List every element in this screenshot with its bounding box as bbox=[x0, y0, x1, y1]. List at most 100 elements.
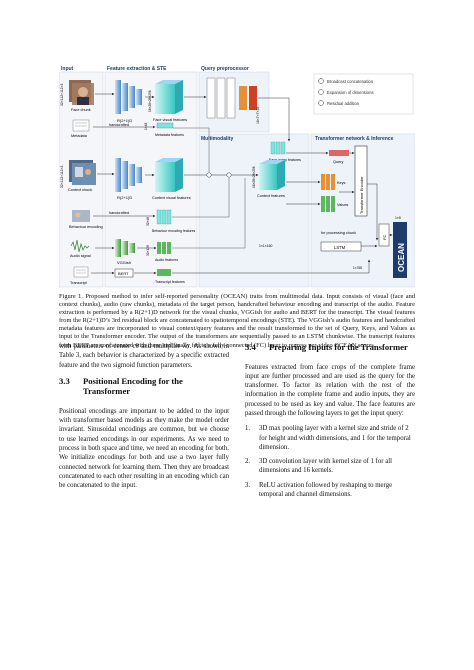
fc-label: FC bbox=[382, 235, 387, 240]
keys-vector: Keys bbox=[321, 174, 346, 190]
architecture-diagram: Input Feature extraction & STE Query pre… bbox=[59, 66, 415, 288]
context-visual-features: Context visual features bbox=[152, 158, 191, 200]
section-multimodality: Multimodality bbox=[201, 136, 233, 142]
behaviour-feat-label: Behaviour encoding features bbox=[152, 229, 195, 233]
legend-expansion: Expansion of dimensions bbox=[327, 90, 374, 95]
metadata-features: Metadata features 1×48 bbox=[144, 123, 184, 137]
values-label: Values bbox=[337, 203, 348, 207]
context-r21d-block: R(2+1)D bbox=[115, 158, 142, 200]
ocean-label: OCEAN bbox=[397, 243, 406, 272]
audio-dims: 32×128 bbox=[146, 245, 150, 256]
right-column: 3.4 Preparing Inputs for the Transformer… bbox=[245, 342, 415, 504]
query-preprocessor-layers bbox=[206, 77, 257, 119]
ocean-output: OCEAN bbox=[393, 222, 407, 278]
bert-label: BERT bbox=[118, 271, 129, 276]
positional-encoding-paragraph: Positional encodings are important to be… bbox=[59, 407, 229, 490]
legend: Broadcast concatenation Expansion of dim… bbox=[313, 73, 414, 115]
for-processing-label: for processing chunk bbox=[321, 231, 356, 235]
lstm-dims: 1×1×160 bbox=[259, 244, 273, 248]
face-query-label: Face query features bbox=[269, 158, 301, 162]
transcript-label: Transcript bbox=[70, 281, 88, 285]
values-vector: Values bbox=[321, 196, 348, 212]
behaviour-label: Behaviour encoding bbox=[69, 225, 103, 229]
multimodality-panel bbox=[198, 133, 310, 288]
face-visual-features: Face visual features 16×28×28×256 bbox=[148, 80, 187, 122]
query-label: Query bbox=[333, 160, 343, 164]
vggish-label: VGGish bbox=[117, 260, 131, 265]
legend-broadcast: Broadcast concatenation bbox=[327, 79, 374, 84]
bert-block: BERT bbox=[114, 268, 134, 278]
section-number: 3.3 bbox=[59, 375, 70, 386]
context-chunk-label: Context chunk bbox=[68, 188, 92, 192]
residual-icon bbox=[318, 100, 324, 106]
audio-feat-label: Audio features bbox=[155, 258, 178, 262]
metadata-label: Metadata bbox=[71, 134, 88, 138]
transcript-input: Transcript bbox=[70, 266, 89, 285]
transcript-feat-label: Transcript features bbox=[155, 280, 185, 284]
left-intro-paragraph: with parameters of center cθ and multipl… bbox=[59, 343, 229, 369]
query-vector: Query bbox=[329, 150, 349, 164]
metadata-icon bbox=[72, 119, 90, 132]
layer-list: 1.3D max pooling layer with a kernel siz… bbox=[245, 424, 415, 499]
meta-handcrafted: handcrafted bbox=[109, 123, 129, 127]
behav-dims: 32×48 bbox=[146, 217, 150, 226]
figure-caption: Figure 1. Proposed method to infer self-… bbox=[59, 293, 415, 349]
face-dims: 32×112×112×3 bbox=[60, 83, 64, 106]
face-visual-label: Face visual features bbox=[153, 118, 187, 122]
section-heading-3-3: 3.3 Positional Encoding for the Transfor… bbox=[59, 376, 229, 397]
architecture-figure: Input Feature extraction & STE Query pre… bbox=[59, 64, 415, 289]
section-query-preprocessor: Query preprocessor bbox=[201, 66, 249, 72]
section-title: Positional Encoding for the Transformer bbox=[83, 375, 183, 397]
transformer-encoder-label: Transformer Encoder bbox=[359, 176, 364, 214]
lstm-block: LSTM bbox=[320, 241, 362, 252]
section-number: 3.4 bbox=[245, 342, 256, 352]
face-r21d-block: R(2+1)D bbox=[115, 80, 142, 123]
section-input: Input bbox=[61, 66, 74, 72]
context-visual-label: Context visual features bbox=[152, 196, 191, 200]
context-dims: 32×112×112×3 bbox=[60, 165, 64, 188]
section-heading-3-4: 3.4 Preparing Inputs for the Transformer bbox=[245, 342, 415, 353]
face-chunk-input: Face chunk 32×112×112×3 bbox=[60, 80, 94, 112]
metadata-input: Metadata bbox=[71, 119, 90, 138]
section-transformer: Transformer network & Inference bbox=[315, 136, 394, 142]
audio-features: Audio features 32×128 bbox=[146, 242, 178, 262]
audio-input: Audio signal bbox=[70, 239, 91, 258]
bert-dims: 1×768 bbox=[353, 266, 362, 270]
face-chunk-label: Face chunk bbox=[71, 108, 91, 112]
section-feature-extraction: Feature extraction & STE bbox=[107, 66, 167, 72]
behaviour-input: Behaviour encoding bbox=[69, 210, 103, 229]
metadata-feat-label: Metadata features bbox=[155, 133, 184, 137]
waveform-icon bbox=[70, 239, 90, 253]
context-chunk-input: Context chunk 32×112×112×3 bbox=[60, 160, 96, 192]
meta-dims: 1×48 bbox=[144, 123, 148, 130]
transcript-icon bbox=[73, 266, 89, 278]
behaviour-features: Behaviour encoding features 32×48 bbox=[146, 209, 195, 233]
face-query-features: Face query features bbox=[269, 141, 301, 162]
left-column: with parameters of center cθ and multipl… bbox=[59, 342, 229, 497]
broadcast-icon bbox=[318, 78, 324, 84]
transformer-encoder-block: Transformer Encoder bbox=[354, 145, 368, 217]
fc-block: FC bbox=[378, 223, 390, 247]
list-item: 3.ReLU activation followed by reshaping … bbox=[245, 481, 393, 499]
behaviour-icon bbox=[72, 210, 90, 222]
legend-residual: Residual addition bbox=[327, 101, 360, 106]
section-title: Preparing Inputs for the Transformer bbox=[269, 342, 408, 352]
context-feat-dims: 16×28×28×256 bbox=[252, 166, 256, 188]
context-feat-label: Context features bbox=[257, 194, 285, 198]
list-item: 1.3D max pooling layer with a kernel siz… bbox=[245, 425, 411, 451]
context-features-block: Context features 16×28×28×256 bbox=[252, 160, 285, 198]
face-feat-dims: 16×28×28×256 bbox=[148, 90, 152, 112]
keys-label: Keys bbox=[337, 181, 346, 185]
preparing-inputs-paragraph: Features extracted from face crops of th… bbox=[245, 363, 415, 417]
lstm-label: LSTM bbox=[334, 245, 346, 250]
face-r21d-label: R(2+1)D bbox=[117, 118, 132, 123]
out-dims: 1×5 bbox=[395, 216, 401, 220]
vggish-block: VGGish bbox=[115, 239, 135, 265]
context-r21d-label: R(2+1)D bbox=[117, 195, 132, 200]
list-item: 2.3D convolution layer with kernel size … bbox=[245, 458, 393, 475]
expansion-icon bbox=[318, 89, 324, 95]
audio-label: Audio signal bbox=[70, 254, 91, 258]
behav-handcrafted: handcrafted bbox=[109, 211, 129, 215]
query-dims: 16×7×7×16 bbox=[256, 107, 260, 124]
transcript-features: Transcript features bbox=[155, 269, 185, 284]
